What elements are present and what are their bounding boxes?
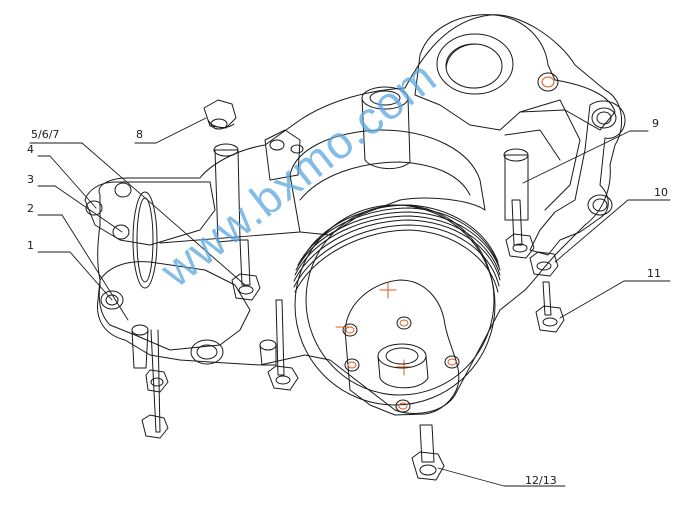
- bolt-left-2: [145, 369, 169, 393]
- callout-3: 3: [27, 173, 34, 186]
- hub-boss: [377, 355, 429, 389]
- bracket-bore-outer: [436, 33, 514, 95]
- bolt-12-13: [411, 424, 445, 481]
- callout-2: 2: [27, 202, 34, 215]
- bolt-left-1: [131, 324, 169, 439]
- callout-8: 8: [136, 128, 143, 141]
- volute: [289, 129, 486, 236]
- callout-4: 4: [27, 143, 34, 156]
- left-flange: [84, 181, 216, 246]
- pulley-hub: [344, 279, 460, 416]
- bolt-10: [529, 251, 559, 277]
- top-mount-bracket: [414, 14, 616, 131]
- leader-lines: [29, 117, 671, 487]
- pump-housing: [96, 14, 623, 414]
- bolt-11: [535, 281, 565, 333]
- callout-10: 10: [654, 186, 668, 199]
- bolt-5-6-7: [231, 239, 261, 301]
- outlet-port: [132, 191, 158, 289]
- bolt-lower-mid: [259, 339, 277, 366]
- callout-12-13: 12/13: [525, 474, 557, 487]
- inlet-pipe: [361, 97, 411, 169]
- callout-11: 11: [647, 267, 661, 280]
- inlet-pipe-mouth: [361, 86, 409, 110]
- bolt-9: [505, 199, 535, 259]
- pulley: [293, 204, 501, 406]
- bolt-left-3: [267, 299, 299, 391]
- callout-1: 1: [27, 239, 34, 252]
- bolt-8: [203, 99, 237, 130]
- right-mount-arm: [529, 100, 626, 256]
- callout-9: 9: [652, 117, 659, 130]
- bracket-bore-inner: [445, 43, 503, 89]
- callout-5-6-7: 5/6/7: [31, 128, 60, 141]
